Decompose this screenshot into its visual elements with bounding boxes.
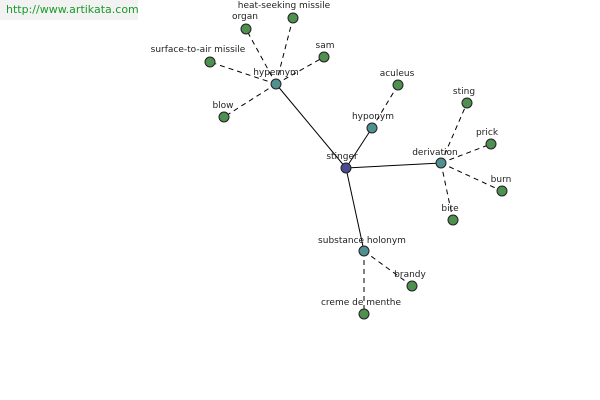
edge-stinger-hyponym bbox=[345, 127, 373, 169]
watermark-url: http://www.artikata.com bbox=[0, 0, 139, 20]
node-hypernym[interactable] bbox=[270, 78, 282, 90]
label-surface-to-air-missile: surface-to-air missile bbox=[151, 45, 246, 55]
edge-stinger-derivation bbox=[345, 162, 442, 169]
node-creme-de-menthe[interactable] bbox=[358, 308, 370, 320]
edge-hypernym-sam bbox=[275, 56, 325, 85]
edge-hypernym-surface-to-air-missile bbox=[209, 61, 277, 85]
node-aculeus[interactable] bbox=[392, 79, 404, 91]
edge-hypernym-blow bbox=[223, 83, 277, 118]
node-sam[interactable] bbox=[318, 51, 330, 63]
edge-derivation-bite bbox=[440, 162, 454, 221]
node-blow[interactable] bbox=[218, 111, 230, 123]
label-brandy: brandy bbox=[394, 270, 426, 280]
label-organ: organ bbox=[232, 12, 258, 22]
edge-hypernym-heat-seeking-missile bbox=[275, 17, 294, 85]
node-substance-holonym[interactable] bbox=[358, 245, 370, 257]
label-sam: sam bbox=[316, 41, 335, 51]
label-bite: bite bbox=[441, 204, 459, 214]
edge-substance-holonym-brandy bbox=[363, 250, 413, 287]
node-hyponym[interactable] bbox=[366, 122, 378, 134]
label-stinger: stinger bbox=[326, 152, 358, 162]
node-heat-seeking-missile[interactable] bbox=[287, 12, 299, 24]
edge-derivation-burn bbox=[440, 162, 503, 192]
label-sting: sting bbox=[453, 87, 475, 97]
node-derivation[interactable] bbox=[435, 157, 447, 169]
node-sting[interactable] bbox=[461, 97, 473, 109]
label-heat-seeking-missile: heat-seeking missile bbox=[238, 1, 331, 11]
node-organ[interactable] bbox=[240, 23, 252, 35]
label-burn: burn bbox=[491, 175, 512, 185]
edge-hypernym-organ bbox=[245, 28, 277, 85]
label-derivation: derivation bbox=[412, 148, 458, 158]
label-prick: prick bbox=[476, 128, 499, 138]
label-creme-de-menthe: creme de menthe bbox=[321, 298, 402, 308]
edge-stinger-substance-holonym bbox=[345, 167, 365, 252]
node-surface-to-air-missile[interactable] bbox=[204, 56, 216, 68]
edge-derivation-sting bbox=[440, 102, 468, 164]
node-brandy[interactable] bbox=[406, 280, 418, 292]
node-bite[interactable] bbox=[447, 214, 459, 226]
label-substance-holonym: substance holonym bbox=[318, 236, 406, 246]
edge-stinger-hypernym bbox=[275, 83, 347, 169]
node-stinger[interactable] bbox=[340, 162, 352, 174]
node-burn[interactable] bbox=[496, 185, 508, 197]
label-hypernym: hypernym bbox=[253, 68, 299, 78]
label-blow: blow bbox=[212, 101, 233, 111]
label-hyponym: hyponym bbox=[352, 112, 394, 122]
label-aculeus: aculeus bbox=[380, 69, 415, 79]
node-prick[interactable] bbox=[485, 138, 497, 150]
